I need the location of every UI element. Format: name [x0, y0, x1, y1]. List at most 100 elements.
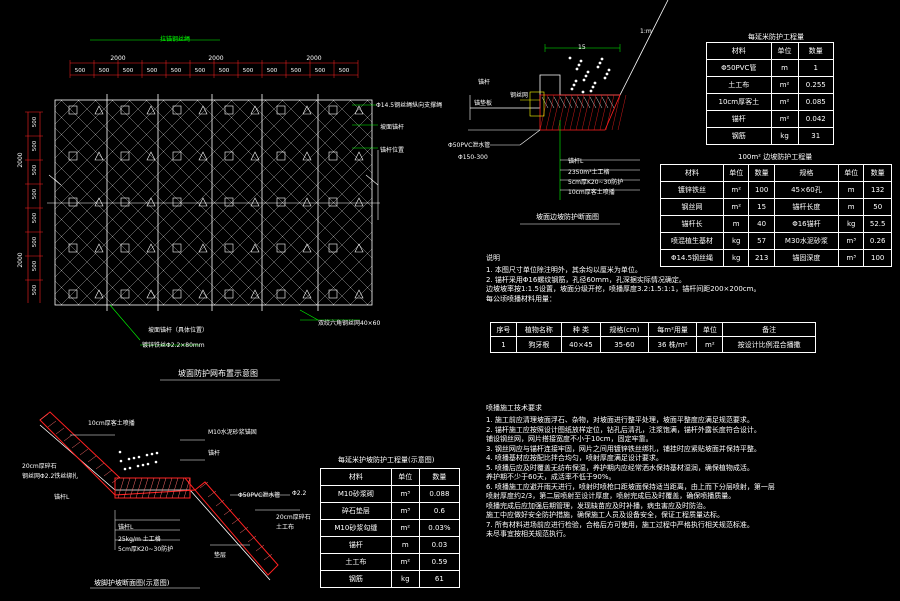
table-b-row-cell: 213 — [748, 249, 775, 267]
note2-line: 7. 所有材料进场前应进行检验，合格后方可使用，施工过程中严格执行相关规范标准。 — [486, 520, 754, 529]
vegetation-dot — [136, 464, 140, 468]
bs-label-2: 钢丝网Φ2.2铁丝绑扎 — [22, 473, 79, 480]
anchor-triangle — [354, 151, 364, 161]
mesh-line — [332, 265, 372, 305]
break-mark — [48, 174, 62, 186]
table-b-row-cell: Φ14.5钢丝绳 — [659, 249, 725, 267]
mesh-line — [298, 100, 372, 174]
bs-hatch — [263, 553, 273, 561]
plan-callout-3: 锚杆位置 — [380, 147, 405, 154]
bs-hatch — [95, 462, 105, 470]
mesh-line — [55, 100, 233, 278]
table-d-header-row-cell: 单位 — [390, 468, 420, 486]
vegetation-dot — [582, 78, 586, 82]
table-d-row-cell: 0.6 — [418, 502, 461, 520]
table-a-row-cell: 0.255 — [797, 76, 834, 94]
anchor-triangle — [198, 197, 208, 207]
table-c-header-cell: 每m²用量 — [647, 322, 698, 337]
ts-pipe-leader — [519, 129, 541, 146]
ts-layer-2: 5cm厚K20~30防护 — [568, 179, 624, 186]
anchor-square — [328, 105, 338, 115]
anchor-square — [120, 105, 130, 115]
anchor-square — [276, 243, 286, 253]
bs-label-3: M10水泥砂浆锚固 — [208, 429, 257, 436]
vegetation-dot — [132, 456, 136, 460]
table-c-cell: 35-60 — [599, 336, 649, 353]
anchor-square — [68, 289, 78, 299]
table-c-cell: 1 — [490, 336, 517, 353]
vegetation-dot — [593, 81, 597, 85]
table-a-row-cell: 0.042 — [797, 110, 834, 128]
mesh-line — [247, 180, 372, 305]
anchor-triangle — [146, 197, 156, 207]
vegetation-dot — [586, 70, 590, 74]
bs-hatch — [183, 477, 191, 499]
dim-top-sub: 500 — [171, 68, 182, 74]
dim-left-sub: 500 — [32, 116, 38, 127]
table-a-title: 每延米防护工程量 — [748, 33, 804, 41]
notes2-heading: 喷播施工技术要求 — [486, 404, 542, 412]
ts-net — [583, 96, 591, 109]
table-d-row-cell: m³ — [390, 485, 420, 503]
bs-hatch — [117, 477, 125, 499]
table-b-header-row: 材料单位数量规格单位数量 — [659, 164, 892, 182]
anchor-square — [328, 197, 338, 207]
table-a-header-row-cell: 数量 — [797, 42, 834, 60]
vegetation-dot — [577, 63, 581, 67]
table-d-row-cell: m² — [390, 519, 420, 537]
bs-hatch — [153, 477, 161, 499]
callout-leader — [299, 309, 319, 321]
vegetation-dot — [155, 451, 159, 455]
ts-hatch — [581, 94, 591, 131]
anchor-triangle — [250, 105, 260, 115]
mesh-line — [55, 246, 114, 305]
table-a-row-cell: m — [770, 59, 799, 77]
ts-hatch — [545, 94, 555, 131]
anchor-square — [224, 197, 234, 207]
ts-hatch — [557, 94, 567, 131]
ts-hatch — [551, 94, 561, 131]
bs-label-4: 锚杆 — [208, 450, 221, 457]
mesh-line — [315, 100, 372, 157]
anchor-triangle — [146, 151, 156, 161]
table-c-cell: 狗牙根 — [515, 336, 562, 353]
plan-bottom-callout: 坡面锚杆（具体位置） — [148, 327, 209, 334]
anchor-triangle — [198, 289, 208, 299]
bs-slope-layer — [194, 481, 279, 576]
table-d-row-cell: 碎石垫层 — [320, 502, 392, 520]
bs-hatch — [165, 477, 173, 499]
ts-label-4: Φ150-300 — [458, 154, 488, 161]
mesh-line — [55, 178, 182, 305]
bs-hatch — [247, 535, 257, 543]
anchor-triangle — [94, 151, 104, 161]
bs-label-7: 锚杆L — [118, 524, 134, 531]
note1-line: 边坡坡率按1:1.5设置，坡面分级开挖，喷播厚度3.2:1.5:1:1，锚杆间距… — [486, 285, 761, 293]
anchor-square — [224, 289, 234, 299]
anchor-square — [224, 243, 234, 253]
anchor-triangle — [146, 289, 156, 299]
bs-hatch — [87, 455, 97, 463]
ts-net — [565, 96, 573, 109]
ts-layer-1: 2350m³土工格 — [568, 169, 610, 176]
ts-hatch — [611, 94, 621, 131]
note2-line: 3. 钢丝网应与锚杆连接牢固，网片之间用镀锌铁丝绑扎，铺挂时应紧贴坡面并保持平整… — [486, 444, 761, 453]
dim-left-total: 2000 — [17, 252, 24, 267]
dim-top-sub: 500 — [315, 68, 326, 74]
note2-line: 养护期不少于60天，成活率不低于90%。 — [486, 473, 616, 481]
anchor-triangle — [302, 151, 312, 161]
plan-title: 坡面防护网布置示意图 — [178, 369, 258, 378]
vegetation-dot — [598, 61, 602, 65]
anchor-square — [328, 243, 338, 253]
table-a-row-cell: 10cm厚客土 — [706, 93, 772, 111]
bs-hatch — [111, 476, 121, 484]
bs-hatch — [79, 448, 89, 456]
table-b-header-row-cell: 材料 — [659, 164, 725, 182]
table-b-row-cell: 钢丝网 — [659, 198, 725, 216]
